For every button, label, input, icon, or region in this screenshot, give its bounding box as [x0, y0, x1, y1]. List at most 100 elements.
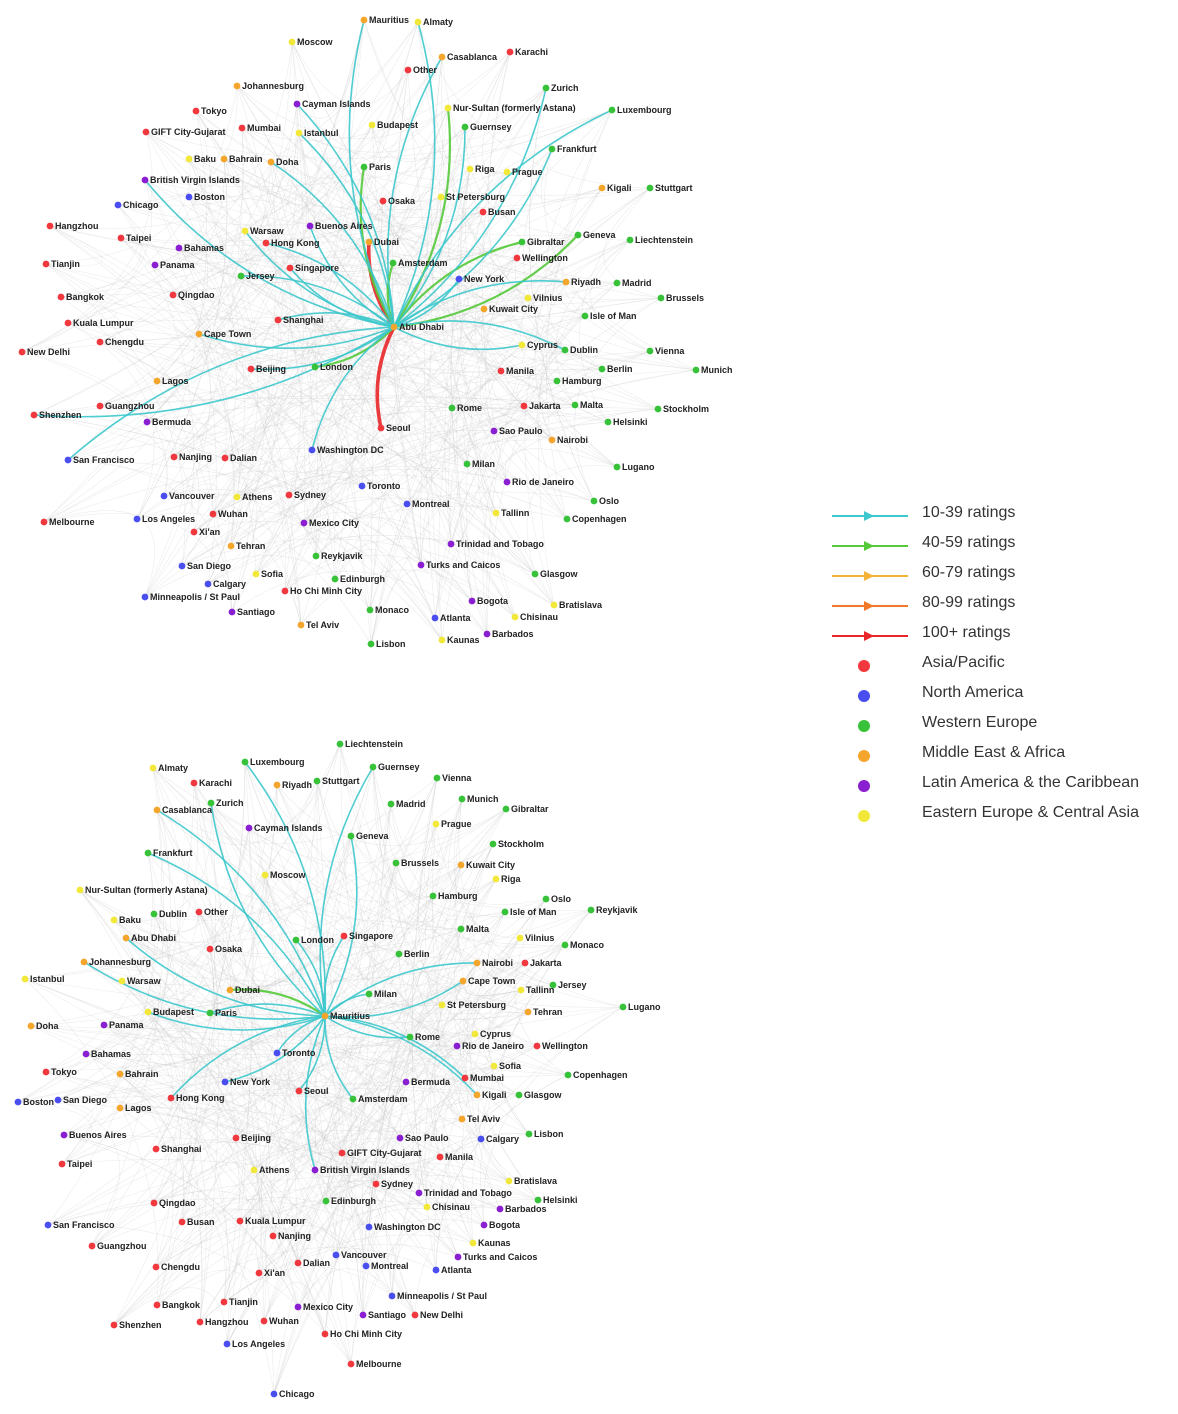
node-melbourne[interactable]: Melbourne: [347, 1359, 402, 1369]
node-stockholm[interactable]: Stockholm: [489, 839, 544, 849]
node-london[interactable]: London: [292, 935, 334, 945]
node-osaka[interactable]: Osaka: [379, 196, 416, 206]
node-manila[interactable]: Manila: [497, 366, 535, 376]
node-mauritius[interactable]: Mauritius: [321, 1011, 370, 1021]
node-dalian[interactable]: Dalian: [294, 1258, 330, 1268]
node-bogota[interactable]: Bogota: [480, 1220, 521, 1230]
node-wellington[interactable]: Wellington: [513, 253, 568, 263]
node-san-diego[interactable]: San Diego: [178, 561, 232, 571]
node-abu-dhabi[interactable]: Abu Dhabi: [122, 933, 176, 943]
node-frankfurt[interactable]: Frankfurt: [548, 144, 597, 154]
node-toronto[interactable]: Toronto: [273, 1048, 316, 1058]
node-toronto[interactable]: Toronto: [358, 481, 401, 491]
node-cyprus[interactable]: Cyprus: [471, 1029, 511, 1039]
node-nairobi[interactable]: Nairobi: [473, 958, 513, 968]
node-dublin[interactable]: Dublin: [150, 909, 187, 919]
node-taipei[interactable]: Taipei: [117, 233, 152, 243]
node-malta[interactable]: Malta: [457, 924, 490, 934]
node-xi-an[interactable]: Xi'an: [190, 527, 221, 537]
node-barbados[interactable]: Barbados: [496, 1204, 547, 1214]
node-qingdao[interactable]: Qingdao: [150, 1198, 196, 1208]
node-panama[interactable]: Panama: [100, 1020, 145, 1030]
node-luxembourg[interactable]: Luxembourg: [608, 105, 672, 115]
node-zurich[interactable]: Zurich: [207, 798, 244, 808]
node-barbados[interactable]: Barbados: [483, 629, 534, 639]
node-gift-city-gujarat[interactable]: GIFT City-Gujarat: [142, 127, 226, 137]
node-tianjin[interactable]: Tianjin: [220, 1297, 258, 1307]
node-rome[interactable]: Rome: [406, 1032, 440, 1042]
node-almaty[interactable]: Almaty: [414, 17, 453, 27]
node-sao-paulo[interactable]: Sao Paulo: [490, 426, 543, 436]
node-cayman-islands[interactable]: Cayman Islands: [245, 823, 323, 833]
node-nanjing[interactable]: Nanjing: [170, 452, 212, 462]
node-abu-dhabi[interactable]: Abu Dhabi: [390, 322, 444, 332]
node-shenzhen[interactable]: Shenzhen: [30, 410, 82, 420]
node-san-francisco[interactable]: San Francisco: [44, 1220, 115, 1230]
node-new-delhi[interactable]: New Delhi: [18, 347, 70, 357]
node-lagos[interactable]: Lagos: [116, 1103, 152, 1113]
node-cape-town[interactable]: Cape Town: [195, 329, 252, 339]
node-isle-of-man[interactable]: Isle of Man: [501, 907, 557, 917]
node-st-petersburg[interactable]: St Petersburg: [438, 1000, 506, 1010]
node-tokyo[interactable]: Tokyo: [42, 1067, 78, 1077]
node-edinburgh[interactable]: Edinburgh: [322, 1196, 376, 1206]
node-geneva[interactable]: Geneva: [347, 831, 390, 841]
node-bahrain[interactable]: Bahrain: [116, 1069, 159, 1079]
node-johannesburg[interactable]: Johannesburg: [233, 81, 304, 91]
node-sydney[interactable]: Sydney: [372, 1179, 413, 1189]
node-malta[interactable]: Malta: [571, 400, 604, 410]
node-luxembourg[interactable]: Luxembourg: [241, 757, 305, 767]
node-budapest[interactable]: Budapest: [144, 1007, 194, 1017]
node-tehran[interactable]: Tehran: [227, 541, 266, 551]
node-kuala-lumpur[interactable]: Kuala Lumpur: [64, 318, 134, 328]
node-bermuda[interactable]: Bermuda: [402, 1077, 451, 1087]
node-xi-an[interactable]: Xi'an: [255, 1268, 286, 1278]
node-shanghai[interactable]: Shanghai: [274, 315, 324, 325]
node-jersey[interactable]: Jersey: [237, 271, 275, 281]
node-santiago[interactable]: Santiago: [359, 1310, 407, 1320]
node-nairobi[interactable]: Nairobi: [548, 435, 588, 445]
node-turks-and-caicos[interactable]: Turks and Caicos: [454, 1252, 538, 1262]
node-washington-dc[interactable]: Washington DC: [308, 445, 385, 455]
node-vienna[interactable]: Vienna: [433, 773, 473, 783]
node-new-york[interactable]: New York: [455, 274, 506, 284]
node-guangzhou[interactable]: Guangzhou: [88, 1241, 147, 1251]
node-milan[interactable]: Milan: [463, 459, 495, 469]
node-reykjavik[interactable]: Reykjavik: [587, 905, 639, 915]
node-zurich[interactable]: Zurich: [542, 83, 579, 93]
node-madrid[interactable]: Madrid: [387, 799, 426, 809]
node-amsterdam[interactable]: Amsterdam: [389, 258, 448, 268]
node-guangzhou[interactable]: Guangzhou: [96, 401, 155, 411]
node-athens[interactable]: Athens: [250, 1165, 290, 1175]
node-lagos[interactable]: Lagos: [153, 376, 189, 386]
node-stuttgart[interactable]: Stuttgart: [313, 776, 360, 786]
node-vancouver[interactable]: Vancouver: [332, 1250, 387, 1260]
node-tel-aviv[interactable]: Tel Aviv: [458, 1114, 501, 1124]
node-san-diego[interactable]: San Diego: [54, 1095, 108, 1105]
node-riyadh[interactable]: Riyadh: [562, 277, 601, 287]
node-paris[interactable]: Paris: [206, 1008, 237, 1018]
node-bahamas[interactable]: Bahamas: [175, 243, 224, 253]
node-bahrain[interactable]: Bahrain: [220, 154, 263, 164]
node-dublin[interactable]: Dublin: [561, 345, 598, 355]
node-bratislava[interactable]: Bratislava: [505, 1176, 558, 1186]
node-santiago[interactable]: Santiago: [228, 607, 276, 617]
node-mauritius[interactable]: Mauritius: [360, 15, 409, 25]
node-trinidad-and-tobago[interactable]: Trinidad and Tobago: [447, 539, 545, 549]
node-vilnius[interactable]: Vilnius: [524, 293, 563, 303]
node-buenos-aires[interactable]: Buenos Aires: [60, 1130, 127, 1140]
node-kuwait-city[interactable]: Kuwait City: [480, 304, 538, 314]
node-moscow[interactable]: Moscow: [261, 870, 307, 880]
node-copenhagen[interactable]: Copenhagen: [563, 514, 627, 524]
node-riga[interactable]: Riga: [492, 874, 522, 884]
node-guernsey[interactable]: Guernsey: [461, 122, 512, 132]
node-bogota[interactable]: Bogota: [468, 596, 509, 606]
node-jakarta[interactable]: Jakarta: [521, 958, 563, 968]
node-kigali[interactable]: Kigali: [473, 1090, 507, 1100]
node-jakarta[interactable]: Jakarta: [520, 401, 562, 411]
node-minneapolis-st-paul[interactable]: Minneapolis / St Paul: [388, 1291, 487, 1301]
node-monaco[interactable]: Monaco: [561, 940, 605, 950]
node-sao-paulo[interactable]: Sao Paulo: [396, 1133, 449, 1143]
node-warsaw[interactable]: Warsaw: [118, 976, 162, 986]
node-melbourne[interactable]: Melbourne: [40, 517, 95, 527]
